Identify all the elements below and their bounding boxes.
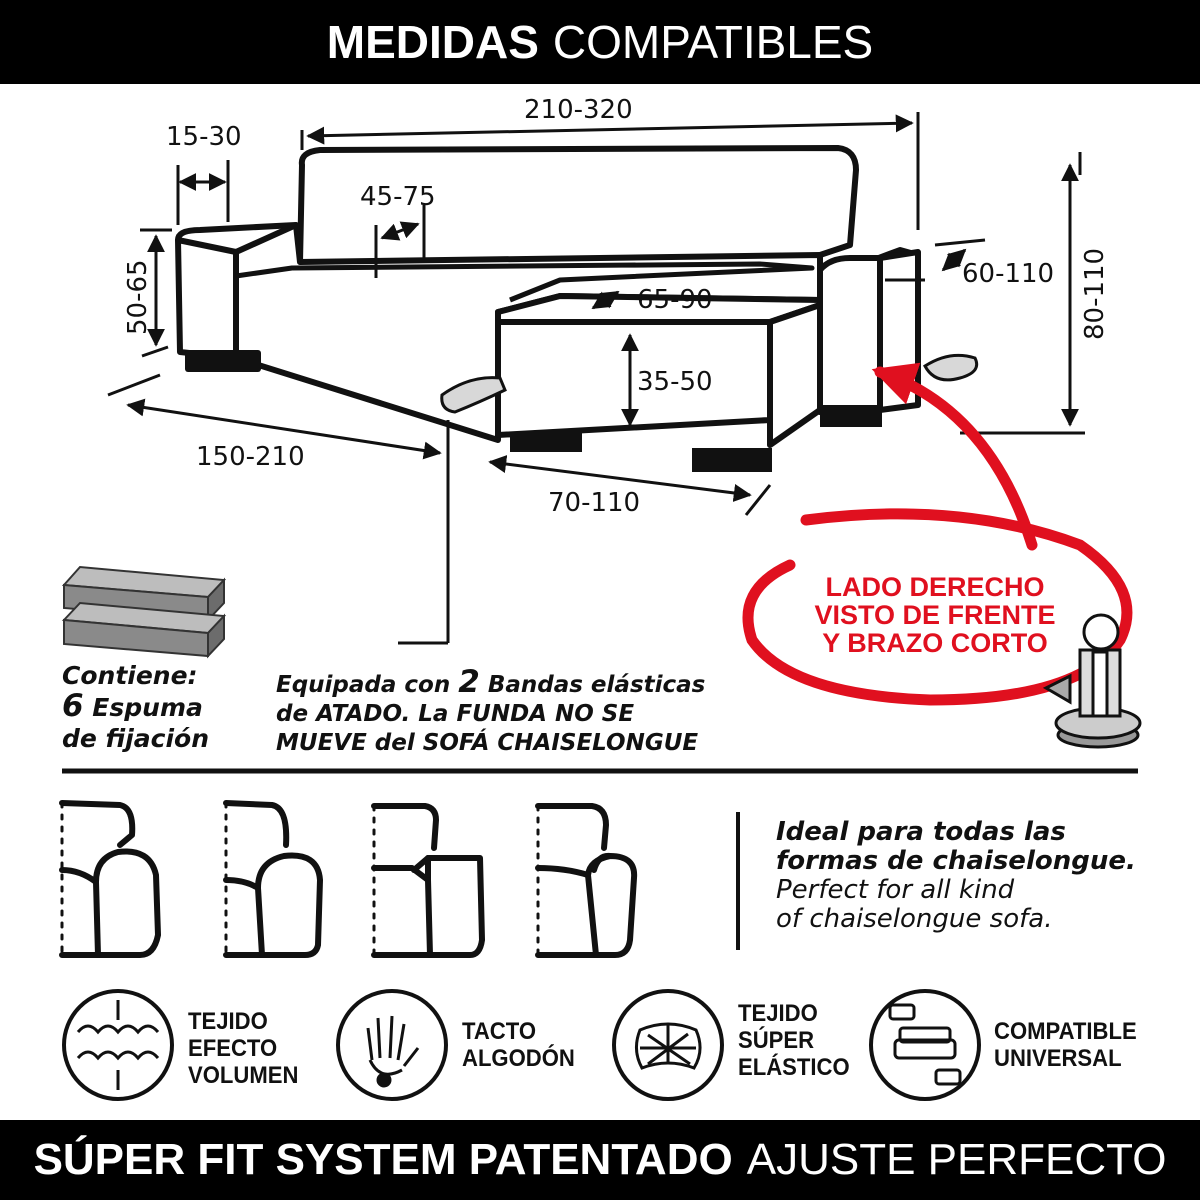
- dim-short-arm-width: 60-110: [962, 259, 1054, 289]
- foam-line3: de fijación: [62, 724, 210, 753]
- volume-fabric-icon: [62, 989, 174, 1101]
- feature-universal-label: COMPATIBLE UNIVERSAL: [994, 1018, 1137, 1072]
- side-callout-line3: Y BRAZO CORTO: [822, 628, 1048, 658]
- bands-prefix: Equipada con: [276, 672, 451, 698]
- feature-stretch-line3: ELÁSTICO: [738, 1054, 850, 1081]
- rolled-arm-icon: [535, 803, 638, 958]
- feature-cotton-line1: TACTO: [462, 1018, 537, 1045]
- elastic-band-icons: [440, 353, 979, 414]
- ideal-en-line1: Perfect for all kind: [776, 875, 1015, 905]
- feature-volume-line2: EFECTO: [188, 1035, 278, 1062]
- feature-stretch-line2: SÚPER: [738, 1027, 815, 1054]
- foam-contents-text: Contiene: 6 Espuma de fijación: [62, 660, 262, 754]
- side-callout-text: LADO DERECHO VISTO DE FRENTE Y BRAZO COR…: [790, 573, 1080, 657]
- feature-universal-line1: COMPATIBLE: [994, 1018, 1137, 1045]
- dim-sofa-length: 150-210: [196, 442, 305, 472]
- dimension-lines: [107, 112, 1085, 645]
- foam-line1: Contiene:: [62, 661, 198, 690]
- ideal-en-line2: of chaiselongue sofa.: [776, 904, 1053, 934]
- dim-chaise-length: 70-110: [548, 488, 640, 518]
- bands-line1: Bandas elásticas: [487, 672, 706, 698]
- viewer-figure-icon: [1042, 613, 1142, 749]
- foam-line2: Espuma: [92, 693, 203, 722]
- side-callout-line1: LADO DERECHO: [825, 572, 1045, 602]
- foam-blocks-icon: [61, 565, 227, 659]
- scroll-arm-icon: [223, 800, 323, 958]
- bands-count: 2: [458, 664, 480, 700]
- feature-universal-line2: UNIVERSAL: [994, 1045, 1122, 1072]
- foam-count: 6: [62, 688, 84, 724]
- feature-stretch-line1: TEJIDO: [738, 1000, 818, 1027]
- feature-stretch-label: TEJIDO SÚPER ELÁSTICO: [738, 1000, 850, 1081]
- dim-total-height: 80-110: [1080, 248, 1110, 340]
- ideal-es-line2: formas de chaiselongue.: [776, 846, 1136, 876]
- header-title-light: COMPATIBLES: [552, 16, 874, 68]
- chaiselongue-sofa-drawing: [175, 145, 921, 448]
- cotton-hand-icon: [336, 989, 448, 1101]
- feature-volume-line3: VOLUMEN: [188, 1062, 299, 1089]
- round-arm-icon: [59, 800, 161, 958]
- universal-sofa-icon: [869, 989, 981, 1101]
- feature-cotton-line2: ALGODÓN: [462, 1045, 575, 1072]
- feature-volume-label: TEJIDO EFECTO VOLUMEN: [188, 1008, 298, 1089]
- red-curved-arrow: [871, 362, 1038, 551]
- ideal-text: Ideal para todas las formas de chaiselon…: [776, 818, 1176, 934]
- elastic-bands-text: Equipada con 2 Bandas elásticas de ATADO…: [276, 667, 746, 758]
- footer-light: AJUSTE PERFECTO: [746, 1135, 1167, 1184]
- footer-bar: SÚPER FIT SYSTEM PATENTADO AJUSTE PERFEC…: [0, 1120, 1200, 1200]
- sofa-feet: [185, 350, 882, 472]
- dim-seat-height: 35-50: [637, 367, 713, 397]
- dim-arm-width: 15-30: [166, 122, 242, 152]
- square-arm-icon: [371, 803, 485, 958]
- dim-arm-height: 50-65: [123, 259, 153, 335]
- feature-volume-line1: TEJIDO: [188, 1008, 268, 1035]
- bands-line3: MUEVE del SOFÁ CHAISELONGUE: [276, 730, 699, 756]
- footer-bold: SÚPER FIT SYSTEM PATENTADO: [33, 1135, 733, 1184]
- dimension-labels: 210-320 15-30 45-75 50-65 60-110 65-90 8…: [123, 95, 1110, 518]
- dim-chaise-depth: 65-90: [637, 285, 713, 315]
- ideal-es-line1: Ideal para todas las: [776, 817, 1066, 847]
- header-title-bold: MEDIDAS: [326, 16, 539, 68]
- header-bar: MEDIDAS COMPATIBLES: [0, 0, 1200, 84]
- feature-cotton-label: TACTO ALGODÓN: [462, 1018, 575, 1072]
- dim-seat-depth: 45-75: [360, 182, 436, 212]
- side-callout-line2: VISTO DE FRENTE: [814, 600, 1056, 630]
- bands-line2: de ATADO. La FUNDA NO SE: [276, 701, 635, 727]
- stretch-fabric-icon: [612, 989, 724, 1101]
- dim-total-width: 210-320: [524, 95, 633, 125]
